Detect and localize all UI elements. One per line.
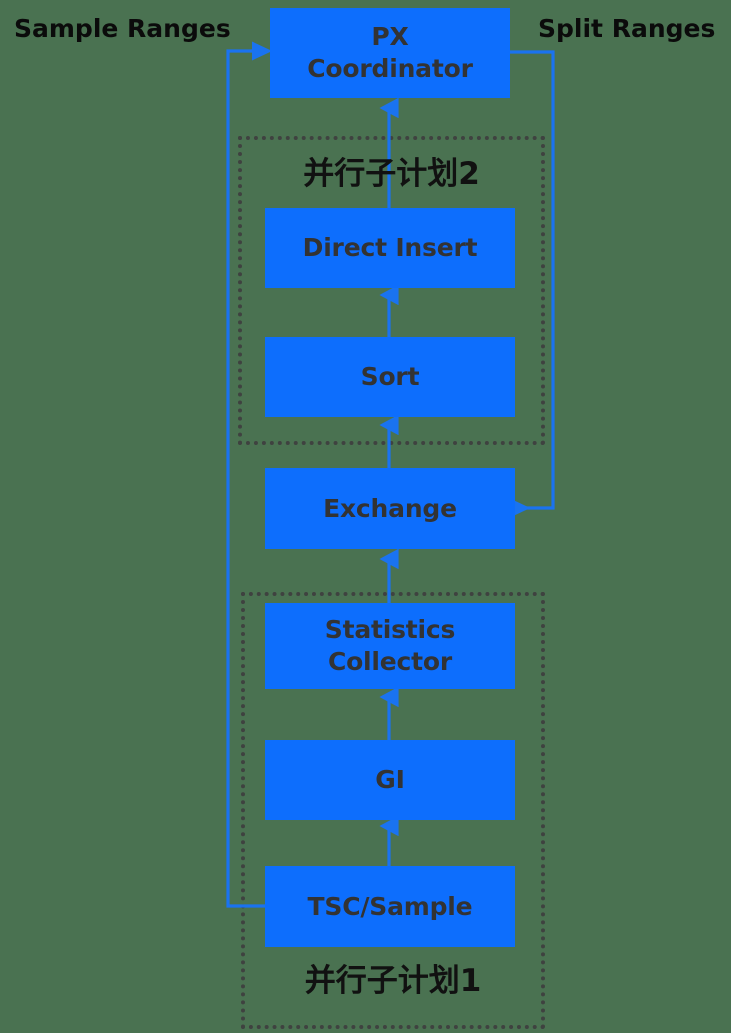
node-exchange-label: Exchange — [323, 493, 457, 523]
node-tsc-sample-label: TSC/Sample — [307, 891, 473, 921]
node-gi[interactable]: GI — [265, 740, 515, 820]
node-gi-label: GI — [375, 765, 405, 794]
group-caption-subplan2: 并行子计划2 — [303, 156, 480, 192]
node-px-coordinator-label: PX Coordinator — [307, 22, 473, 83]
node-exchange[interactable]: Exchange — [265, 468, 515, 549]
edge-label-split-ranges: Split Ranges — [538, 14, 716, 43]
edge-label-sample-ranges: Sample Ranges — [14, 14, 231, 43]
node-direct-insert-label: Direct Insert — [302, 233, 478, 262]
node-statistics-collector-label: Statistics Collector — [324, 615, 456, 676]
node-px-coordinator[interactable]: PX Coordinator — [270, 8, 510, 98]
group-caption-subplan1: 并行子计划1 — [304, 963, 482, 999]
node-direct-insert[interactable]: Direct Insert — [265, 208, 515, 288]
node-tsc-sample[interactable]: TSC/Sample — [265, 866, 515, 947]
node-sort[interactable]: Sort — [265, 337, 515, 417]
node-sort-label: Sort — [360, 362, 420, 391]
node-statistics-collector[interactable]: Statistics Collector — [265, 603, 515, 689]
